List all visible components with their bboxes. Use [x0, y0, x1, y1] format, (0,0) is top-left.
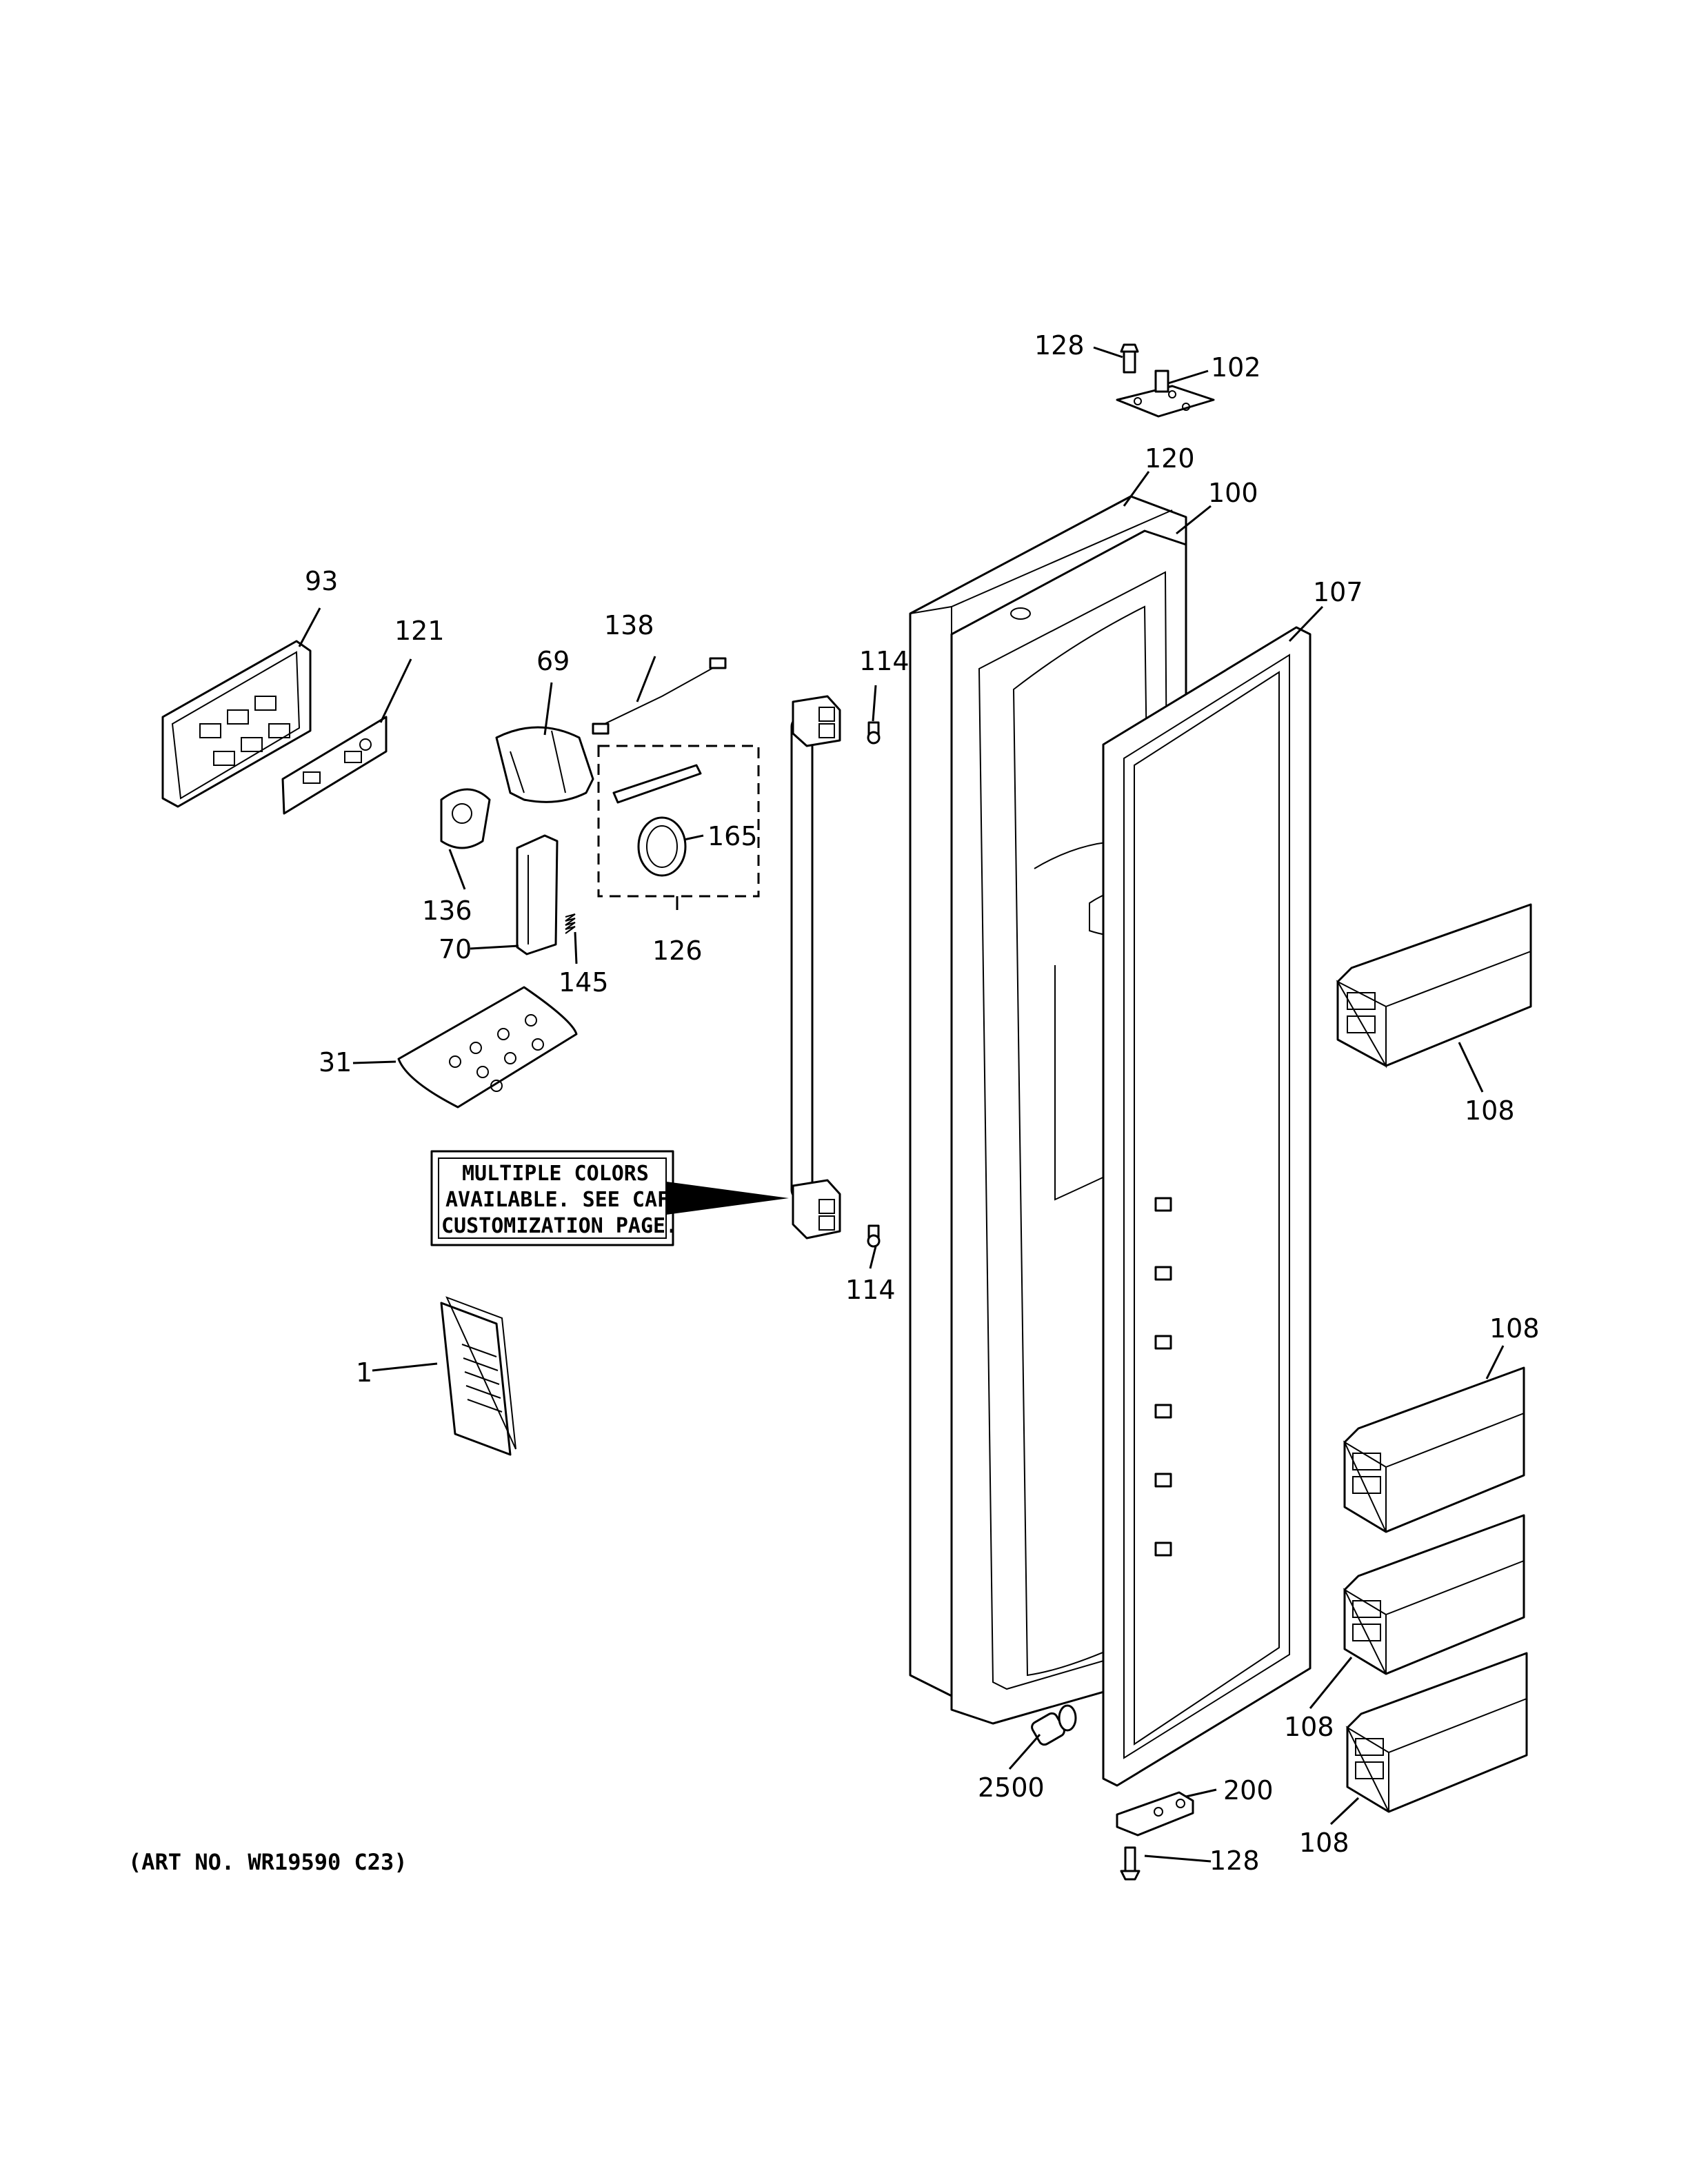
led-light-assembly — [612, 764, 702, 877]
top-screw — [1120, 343, 1139, 374]
callout-120: 120 — [1145, 443, 1195, 474]
callout-108-d: 108 — [1299, 1828, 1349, 1858]
dispenser-actuator — [440, 788, 491, 849]
note-line-1: MULTIPLE COLORS — [462, 1162, 649, 1186]
callout-93: 93 — [305, 566, 338, 596]
callout-107: 107 — [1313, 577, 1363, 607]
kit-boundary — [597, 745, 760, 898]
water-fitting — [1031, 1704, 1077, 1746]
callout-102: 102 — [1211, 352, 1261, 383]
callout-200: 200 — [1223, 1775, 1274, 1806]
callout-128-top: 128 — [1034, 330, 1085, 361]
callout-126: 126 — [652, 936, 703, 966]
callout-31: 31 — [319, 1047, 352, 1078]
top-hinge — [1116, 370, 1215, 418]
door-bin-top — [1336, 903, 1532, 1069]
callout-114-bottom: 114 — [845, 1275, 896, 1305]
dispenser-housing — [495, 726, 594, 803]
spring — [565, 913, 576, 934]
drip-tray-grille — [397, 986, 578, 1109]
callout-108-b: 108 — [1489, 1313, 1540, 1344]
color-note: MULTIPLE COLORS AVAILABLE. SEE CAFE CUST… — [430, 1150, 789, 1246]
callout-136: 136 — [422, 896, 472, 926]
art-number: (ART NO. WR19590 C23) — [128, 1849, 408, 1875]
control-board — [281, 716, 388, 815]
callout-2500: 2500 — [978, 1772, 1045, 1803]
control-housing — [161, 640, 312, 808]
wire-harness — [592, 657, 727, 735]
callout-108-a: 108 — [1465, 1095, 1515, 1126]
note-line-2: AVAILABLE. SEE CAFE — [445, 1188, 682, 1212]
door-bin-supports — [1154, 1197, 1172, 1557]
paddle-bracket — [516, 834, 559, 956]
callout-165: 165 — [707, 821, 758, 851]
handle-screw-top — [867, 721, 881, 745]
callouts: 128 102 120 100 93 121 138 69 114 107 16… — [305, 330, 1540, 1876]
callout-121: 121 — [394, 616, 445, 646]
callout-69: 69 — [536, 646, 570, 676]
callout-128-bottom: 128 — [1209, 1846, 1260, 1876]
owners-manual — [440, 1296, 516, 1456]
bottom-screw — [1120, 1846, 1141, 1881]
handle-screw-bottom — [867, 1224, 881, 1248]
callout-70: 70 — [439, 934, 472, 964]
callout-1: 1 — [356, 1357, 372, 1388]
callout-114-top: 114 — [859, 646, 910, 676]
door-bin-middle-lower — [1343, 1514, 1525, 1675]
callout-100: 100 — [1208, 478, 1258, 508]
door-bin-bottom — [1345, 1652, 1528, 1813]
callout-145: 145 — [559, 967, 609, 998]
bottom-hinge — [1116, 1791, 1194, 1837]
door-gasket — [1102, 626, 1312, 1787]
callout-138: 138 — [604, 610, 654, 640]
door-handle — [790, 695, 841, 1240]
door-bin-middle-upper — [1343, 1366, 1525, 1533]
leader-lines — [298, 346, 1505, 1863]
callout-108-c: 108 — [1284, 1712, 1334, 1742]
note-line-3: CUSTOMIZATION PAGE. — [441, 1214, 678, 1238]
